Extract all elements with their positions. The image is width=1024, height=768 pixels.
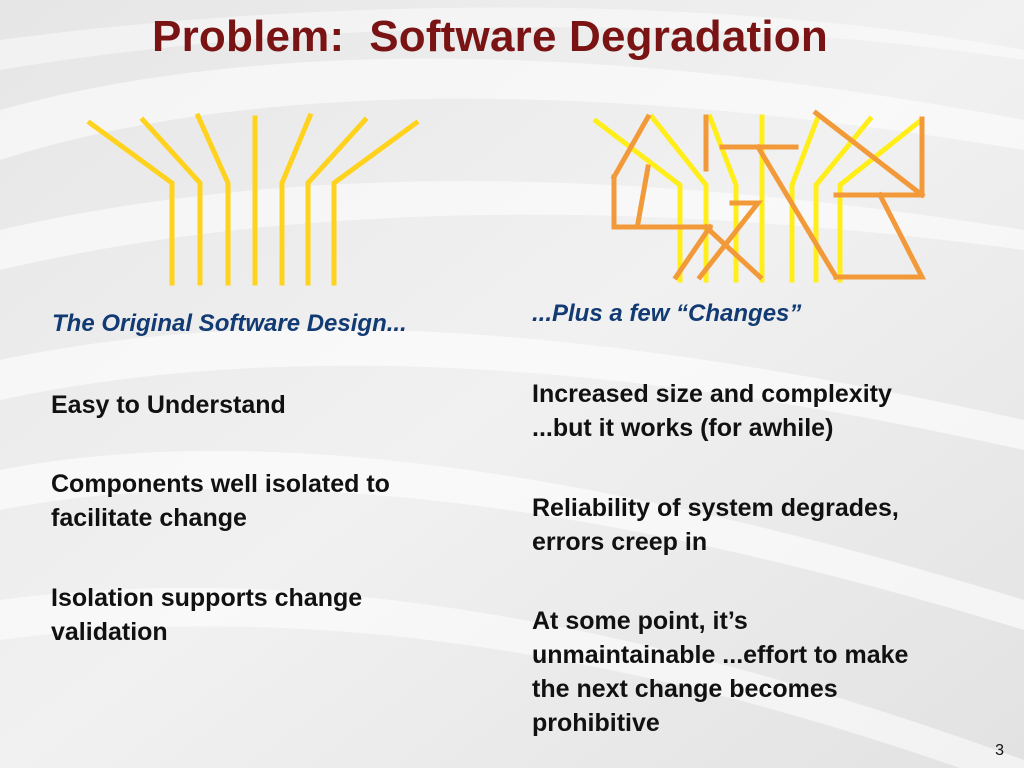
left-point-2: Components well isolated to facilitate c… [51,470,390,532]
left-caption: The Original Software Design... [52,310,407,337]
change-line [812,109,926,199]
design-line [789,113,822,283]
change-line [635,164,651,226]
change-line [833,191,927,280]
design-line [592,117,683,283]
change-line [611,174,713,230]
design-line [331,119,420,286]
right-point-3: At some point, it’s unmaintainable ...ef… [532,607,909,737]
design-line [194,112,231,286]
design-line [139,116,203,286]
right-caption: ...Plus a few “Changes” [532,300,802,327]
design-line [706,113,739,283]
right-point-1: Increased size and complexity ...but it … [532,380,892,442]
left-point-3: Isolation supports change validation [51,584,363,646]
change-line [610,113,652,181]
change-line [672,223,714,281]
change-line [696,200,764,281]
original-design-diagram [86,112,420,286]
design-line [837,117,924,283]
design-line [86,119,175,286]
slide-title: Problem: Software Degradation [152,12,828,61]
design-line [648,113,709,283]
design-line [305,116,369,286]
design-line [279,112,314,286]
page-number: 3 [995,742,1004,759]
right-point-2: Reliability of system degrades, errors c… [532,494,899,556]
change-line [754,143,840,281]
change-line [702,223,764,281]
degraded-design-diagram [592,109,927,283]
left-point-1: Easy to Understand [51,391,286,419]
